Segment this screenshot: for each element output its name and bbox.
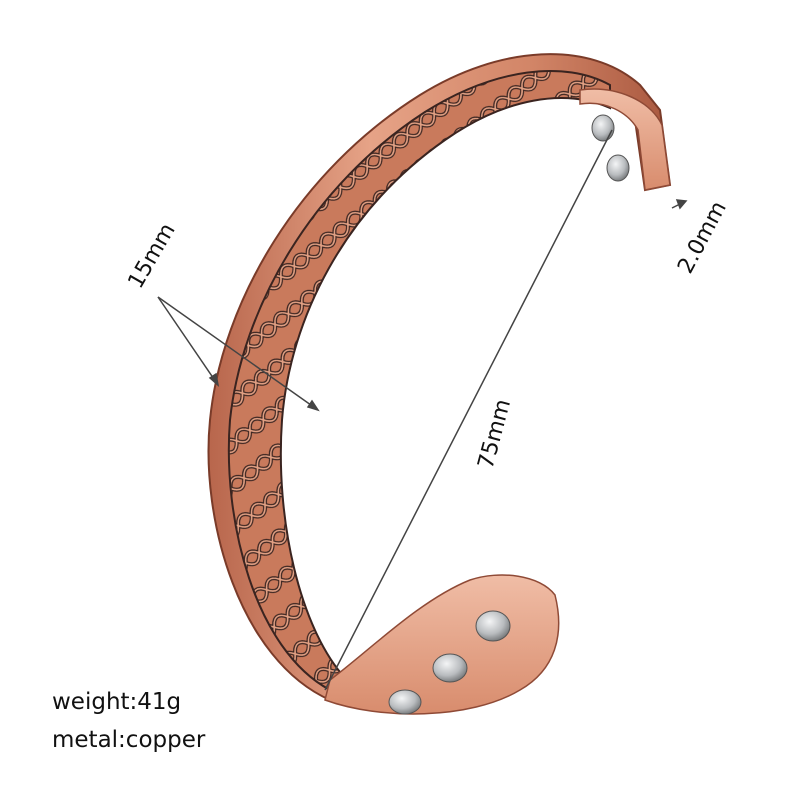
width-arrowhead-right	[306, 399, 320, 412]
metal-spec: metal:copper	[52, 727, 206, 753]
diameter-line	[324, 129, 613, 691]
bracelet-celtic-pattern	[227, 70, 611, 692]
magnet-top-2	[606, 154, 630, 182]
width-label: 15mm	[124, 219, 181, 293]
bracelet	[207, 53, 672, 715]
thickness-label: 2.0mm	[673, 197, 732, 277]
magnet-top-1	[591, 114, 615, 142]
magnet-bottom-3	[388, 689, 422, 715]
thickness-arrowhead	[675, 199, 688, 210]
width-arrow-right	[157, 296, 319, 411]
width-arrowhead-left	[208, 372, 220, 387]
bracelet-inner-bottom-end	[324, 574, 560, 715]
width-arrow-left	[157, 296, 219, 386]
bracelet-inner-top-end	[579, 88, 671, 191]
dimension-annotations	[157, 129, 688, 691]
diameter-label: 75mm	[474, 397, 516, 472]
magnet-bottom-2	[432, 653, 468, 683]
magnet-bottom-1	[475, 610, 511, 642]
weight-spec: weight:41g	[52, 689, 182, 715]
